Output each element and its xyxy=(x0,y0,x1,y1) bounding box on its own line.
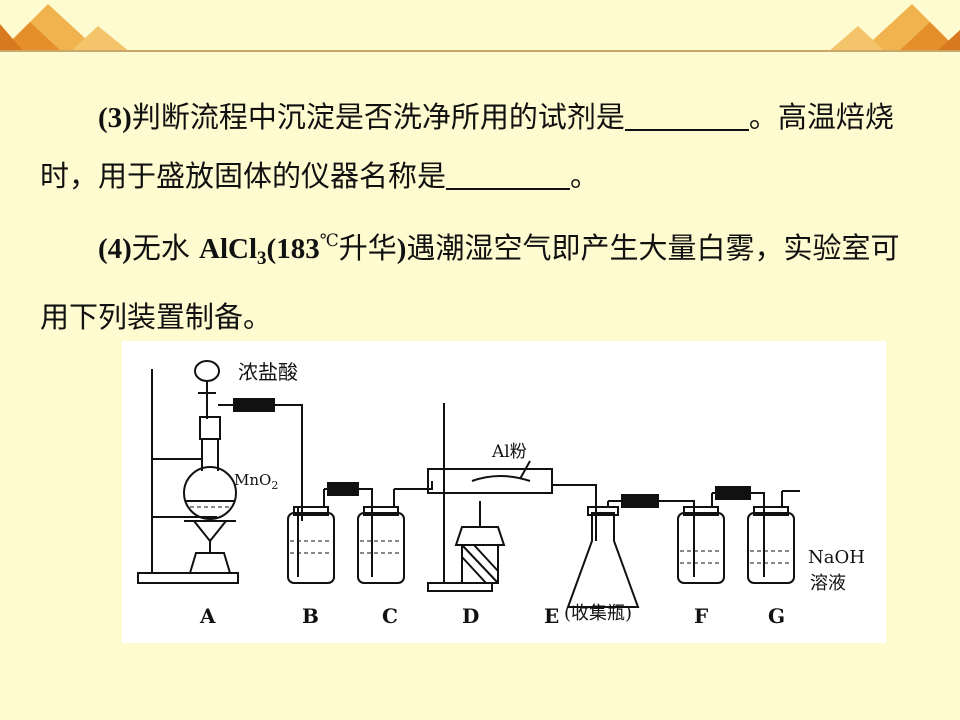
label-solution: 溶液 xyxy=(810,573,846,594)
question-4: (4)无水 AlCl3(183℃升华)遇潮湿空气即产生大量白雾，实验室可用下列装… xyxy=(40,212,920,346)
question-3-text-1: 判断流程中沉淀是否洗净所用的试剂是 xyxy=(131,100,625,134)
unit-label-e: E xyxy=(544,604,559,628)
round-flask xyxy=(183,466,237,520)
label-collect: (收集瓶) xyxy=(564,603,632,624)
label-al: Al粉 xyxy=(491,442,527,462)
formula-alcl3: AlCl3(183 xyxy=(199,233,320,269)
question-3: (3)判断流程中沉淀是否洗净所用的试剂是。高温焙烧时，用于盛放固体的仪器名称是。 xyxy=(40,88,920,205)
paren-close: ) xyxy=(396,233,407,265)
degree-symbol: ℃ xyxy=(319,231,339,251)
question-4-number: (4) xyxy=(98,233,132,265)
absorb-bottle-g xyxy=(747,512,795,584)
apparatus-diagram: 浓盐酸 MnO2 Al粉 NaOH 溶液 (收集瓶) A B C D E F G xyxy=(122,341,886,643)
dry-bottle-f xyxy=(677,512,725,584)
reaction-tube-d xyxy=(427,468,553,494)
corner-decoration-left xyxy=(0,4,130,52)
unit-label-a: A xyxy=(199,604,216,628)
separatory-funnel xyxy=(194,360,220,382)
question-3-text-2: 。高温焙烧时，用于盛放固体的仪器名称是 xyxy=(40,100,894,193)
unit-label-b: B xyxy=(302,604,319,628)
label-mno2: MnO2 xyxy=(234,471,278,492)
question-4-text-1: 无水 xyxy=(131,231,200,265)
unit-label-d: D xyxy=(462,604,479,628)
stand-base xyxy=(137,572,239,584)
collection-flask-e xyxy=(566,512,640,608)
answer-blank-2[interactable] xyxy=(446,160,571,190)
corner-decoration-right xyxy=(828,4,960,52)
unit-label-f: F xyxy=(694,604,708,628)
question-3-text-3: 。 xyxy=(570,159,600,193)
answer-blank-1[interactable] xyxy=(624,101,749,131)
unit-label-c: C xyxy=(382,604,398,628)
question-4-text-2: 升华 xyxy=(338,231,397,265)
label-naoh: NaOH xyxy=(808,547,865,568)
question-4-text-3: 遇潮湿空气即产生大量白雾，实验室可用下列装置制备。 xyxy=(40,231,900,334)
wash-bottle-b xyxy=(287,512,335,584)
question-3-number: (3) xyxy=(98,102,132,134)
header-divider xyxy=(0,50,960,52)
wash-bottle-c xyxy=(357,512,405,584)
alcohol-lamp-d xyxy=(454,526,506,546)
label-hcl: 浓盐酸 xyxy=(238,360,298,384)
unit-label-g: G xyxy=(768,604,785,628)
alcohol-lamp-a xyxy=(188,552,232,574)
